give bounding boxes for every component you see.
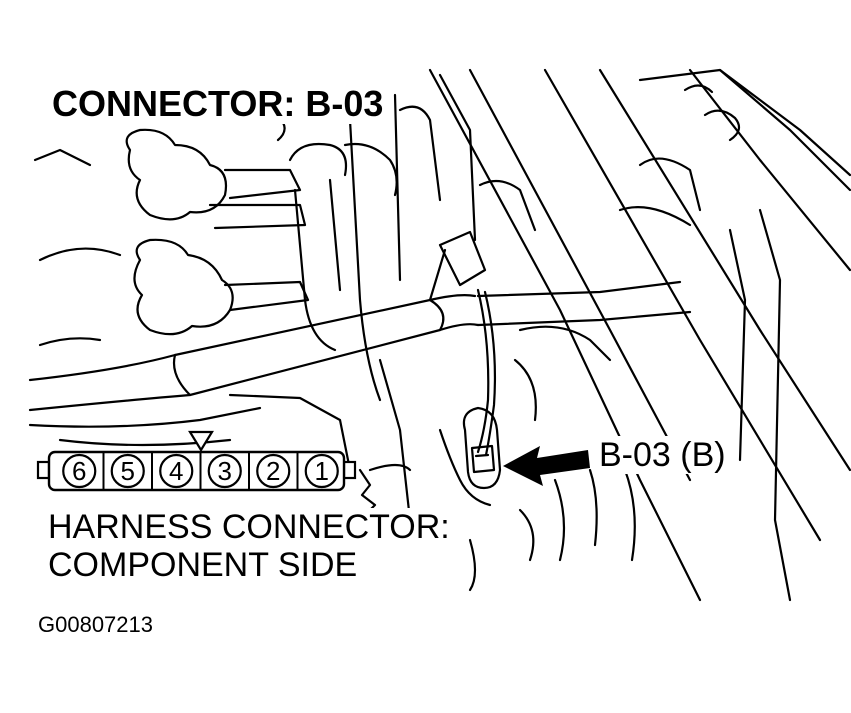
connector-body [470, 444, 496, 474]
component-outline [438, 73, 477, 242]
frame-member-line [718, 68, 851, 192]
component-outline [293, 188, 337, 352]
caption-line-1: HARNESS CONNECTOR: [48, 508, 450, 546]
harness-tube [428, 298, 445, 332]
component-outline [328, 178, 342, 292]
pin-3-socket [207, 453, 242, 489]
component-outline [125, 128, 228, 221]
connector-wire [476, 288, 490, 454]
connector-body [462, 406, 502, 490]
frame-member-line [688, 68, 851, 272]
pin-5-label: 5 [121, 456, 135, 486]
frame-member-line [638, 68, 851, 177]
harness-tube [476, 310, 692, 327]
component-outline [228, 393, 352, 472]
connector-lock-tab-right [342, 460, 357, 480]
frame-member-line [598, 68, 851, 472]
component-outline [518, 508, 535, 562]
component-outline [553, 478, 566, 562]
pin-side-indicator-icon [188, 430, 214, 453]
harness-tube [28, 294, 477, 382]
caption-line-2: COMPONENT SIDE [48, 546, 358, 584]
pin-6-socket [62, 453, 97, 489]
component-outline [208, 203, 307, 230]
component-outline [393, 93, 402, 282]
component-outline [38, 337, 102, 347]
bracket-outline [438, 230, 487, 287]
component-outline [58, 438, 232, 447]
diagram-title: CONNECTOR: B-03 [48, 84, 388, 124]
component-outline [518, 325, 612, 362]
frame-member-line [428, 68, 702, 602]
pin-4-socket [159, 453, 194, 489]
pin-6-label: 6 [72, 456, 86, 486]
clip-outline [683, 84, 714, 94]
clip-outline [703, 109, 741, 142]
frame-member-line [543, 68, 822, 542]
component-outline [38, 247, 122, 262]
connector-callout-label: B-03 (B) [597, 436, 728, 474]
component-outline [638, 157, 702, 212]
component-outline [438, 428, 492, 507]
component-outline [348, 118, 382, 402]
component-outline [478, 179, 537, 232]
component-outline [513, 358, 537, 422]
component-outline [28, 406, 262, 428]
pin-1-label: 1 [315, 456, 329, 486]
pin-5-socket [110, 453, 145, 489]
component-outline [223, 168, 302, 200]
component-outline [588, 468, 598, 547]
callout-arrow [503, 446, 590, 486]
bracket-outline [428, 248, 447, 302]
frame-member-line [468, 68, 692, 482]
connector-body [474, 453, 490, 458]
harness-tube [476, 280, 682, 298]
connector-pins: 6 5 4 3 2 1 [62, 452, 339, 490]
component-outline [468, 538, 477, 592]
component-outline [133, 238, 234, 336]
component-outline [368, 463, 412, 472]
component-outline [623, 468, 636, 562]
connector-wire [483, 290, 497, 457]
pin-3-label: 3 [218, 456, 232, 486]
line-art [28, 68, 851, 602]
component-outline [223, 280, 310, 312]
pin-2-label: 2 [266, 456, 280, 486]
figure-id: G00807213 [38, 612, 153, 637]
connector-lock-tab-left [36, 460, 51, 480]
pin-1-socket [304, 453, 339, 489]
frame-member-line [728, 228, 747, 462]
component-outline [618, 206, 692, 227]
component-outline [398, 105, 442, 202]
component-outline [33, 148, 92, 167]
harness-tube [172, 353, 192, 397]
harness-connector-face: 6 5 4 3 2 1 [36, 430, 357, 492]
harness-tube [28, 323, 480, 412]
component-outline [288, 142, 348, 177]
pin-2-socket [256, 453, 291, 489]
pin-4-label: 4 [169, 456, 183, 486]
frame-member-line [758, 208, 792, 602]
harness-caption: HARNESS CONNECTOR: COMPONENT SIDE [46, 508, 452, 584]
